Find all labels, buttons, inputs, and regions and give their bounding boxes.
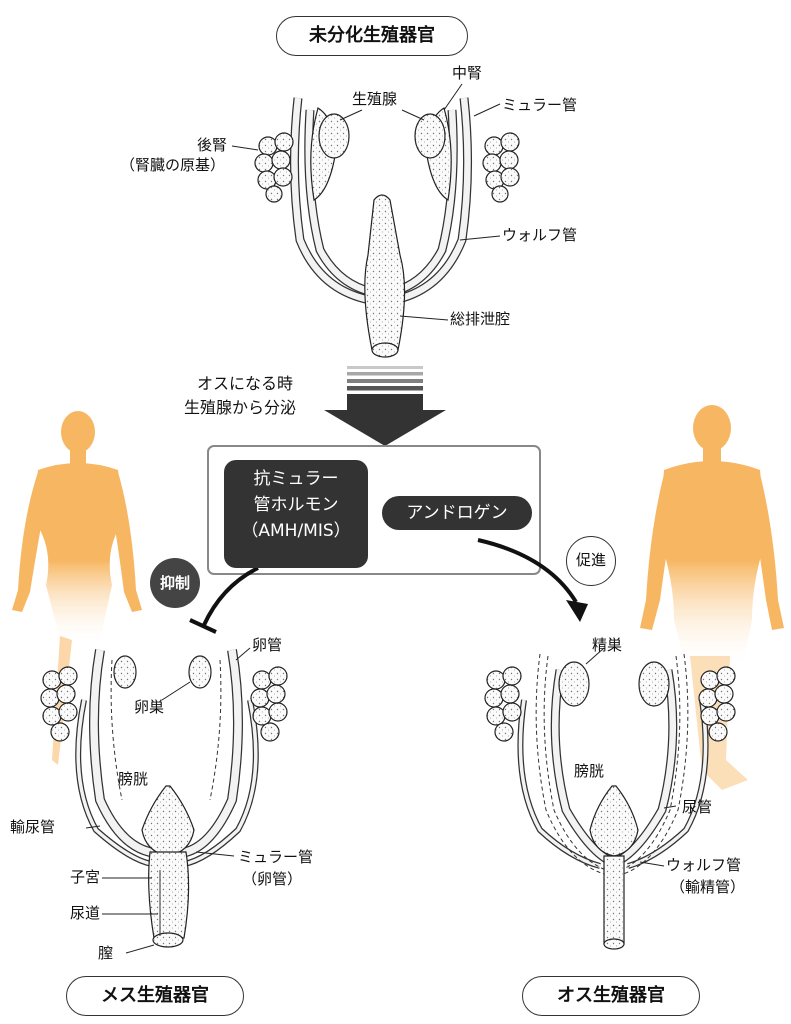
amh-hormone-box: 抗ミュラー 管ホルモン （AMH/MIS） — [224, 460, 368, 568]
male-organs-title: オス生殖器官 — [522, 976, 700, 1016]
label-top-wolff-duct: ウォルフ管 — [502, 226, 578, 244]
female-organs-title: メス生殖器官 — [66, 976, 244, 1016]
female-left-kidney — [40, 666, 78, 742]
promote-circle: 促進 — [566, 536, 616, 586]
arrow-text-line2: 生殖腺から分泌 — [184, 398, 297, 417]
amh-line2: 管ホルモン — [253, 495, 339, 515]
right-metanephros — [482, 132, 520, 203]
male-left-kidney — [484, 666, 522, 742]
label-female-muller-note: （卵管） — [242, 870, 303, 888]
amh-line3: （AMH/MIS） — [241, 521, 351, 541]
label-cloaca: 総排泄腔 — [450, 310, 511, 328]
label-female-ureter: 輸尿管 — [10, 818, 56, 836]
male-silhouette — [640, 405, 784, 790]
male-right-kidney — [698, 666, 736, 742]
top-title-undifferentiated: 未分化生殖器官 — [276, 16, 468, 56]
male-organs-illustration — [484, 653, 736, 950]
label-urethra: 尿道 — [70, 904, 101, 922]
label-female-bladder: 膀胱 — [118, 770, 149, 788]
arrow-text-line1: オスになる時 — [197, 374, 294, 393]
label-mesonephros: 中腎 — [452, 64, 483, 82]
label-vagina: 膣 — [98, 944, 114, 962]
label-top-muller-duct: ミュラー管 — [502, 96, 578, 114]
label-metanephros-note: （腎臓の原基） — [120, 156, 226, 174]
label-male-bladder: 膀胱 — [574, 762, 605, 780]
female-right-kidney — [250, 666, 288, 742]
female-organs-illustration — [40, 649, 288, 948]
label-oviduct: 卵管 — [252, 636, 283, 654]
label-metanephros: 後腎 — [196, 136, 227, 154]
label-uterus: 子宮 — [70, 868, 101, 886]
promote-line — [477, 538, 578, 604]
inhibit-bar — [189, 618, 217, 634]
label-male-wolff-duct: ウォルフ管 — [666, 856, 742, 874]
label-male-ureter: 尿管 — [682, 798, 713, 816]
amh-line1: 抗ミュラー — [253, 469, 339, 489]
label-female-muller-duct: ミュラー管 — [238, 848, 314, 866]
label-ovary: 卵巣 — [134, 698, 165, 716]
label-testis: 精巣 — [592, 636, 623, 654]
leader-lines — [85, 83, 677, 954]
secretion-arrow — [324, 366, 446, 446]
label-male-wolff-note: （輸精管） — [670, 878, 746, 896]
inhibit-line — [202, 566, 259, 626]
undifferentiated-organs-illustration — [254, 97, 520, 358]
female-silhouette — [12, 411, 142, 765]
left-metanephros — [254, 132, 294, 203]
label-gonad: 生殖腺 — [352, 90, 398, 108]
androgen-hormone-box: アンドロゲン — [382, 496, 532, 530]
inhibit-circle: 抑制 — [150, 558, 200, 608]
promote-arrowhead — [566, 600, 588, 622]
